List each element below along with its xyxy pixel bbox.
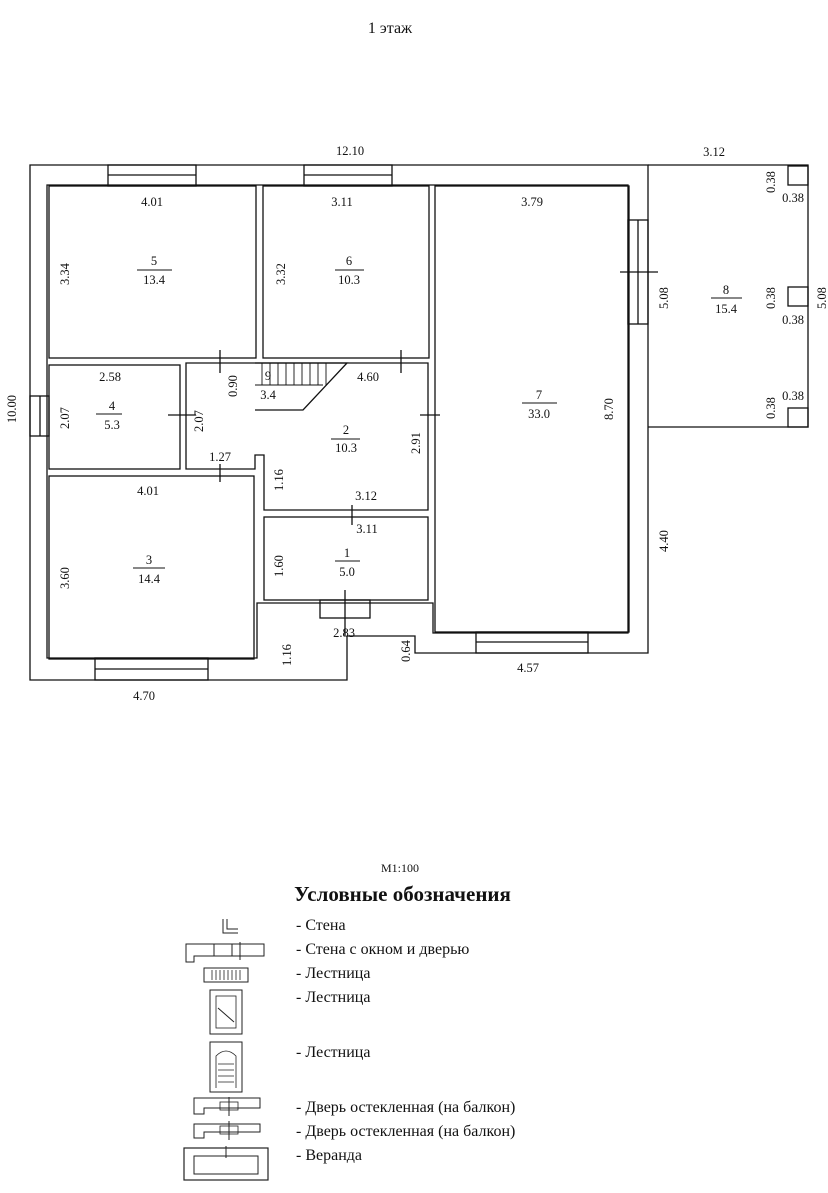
dim-veranda-width: 3.12 <box>703 145 725 159</box>
dim-post-bottom: 0.38 <box>782 389 804 403</box>
stair-icon <box>209 1041 243 1093</box>
legend-title: Условные обозначения <box>294 882 511 906</box>
dim-bottom-left: 4.70 <box>133 689 155 703</box>
dim-post-top: 0.38 <box>782 191 804 205</box>
dim-room7-window-h: 5.08 <box>657 287 671 309</box>
dim-room4-height-r: 2.07 <box>192 410 206 432</box>
dim-room4-width: 2.58 <box>99 370 121 384</box>
dim-room5-width: 4.01 <box>141 195 163 209</box>
veranda-icon <box>183 1146 269 1181</box>
wall-window-door-icon <box>185 942 265 963</box>
dim-room6-height: 3.32 <box>274 263 288 285</box>
legend-item-glazed-door-1: - Дверь остекленная (на балкон) <box>296 1099 516 1116</box>
dim-porch-depth: 1.16 <box>280 644 294 666</box>
stair-9 <box>255 362 349 411</box>
dim-post-mid: 0.38 <box>782 313 804 327</box>
room-9-area: 3.4 <box>260 388 276 402</box>
floor-title: 1 этаж <box>367 20 413 37</box>
dim-post-a-bottom: 0.38 <box>764 397 778 419</box>
dim-post-a-mid: 0.38 <box>764 287 778 309</box>
legend-item-stair-1: - Лестница <box>296 965 371 982</box>
room-4-number: 4 <box>109 399 116 413</box>
dim-room7-bottom: 4.57 <box>517 661 539 675</box>
room-7-number: 7 <box>536 388 542 402</box>
room-2-area: 10.3 <box>335 441 357 455</box>
veranda-post-top <box>787 165 809 186</box>
legend-item-stair-2: - Лестница <box>296 989 371 1006</box>
dim-veranda-height: 5.08 <box>815 287 828 309</box>
room-7-area: 33.0 <box>528 407 550 421</box>
room-8-number: 8 <box>723 283 729 297</box>
dim-room6-width: 3.11 <box>331 195 352 209</box>
room-3-area: 14.4 <box>138 572 161 586</box>
dim-niche-height: 1.16 <box>272 469 286 491</box>
dim-overall-width: 12.10 <box>336 144 364 158</box>
dim-hall-width-b: 3.12 <box>355 489 377 503</box>
room-4-area: 5.3 <box>104 418 120 432</box>
room-2-outline <box>185 362 429 511</box>
stair-icon <box>203 967 249 983</box>
dim-room4-height: 2.07 <box>58 407 72 429</box>
scale-label: М1:100 <box>380 861 419 875</box>
room-9-number: 9 <box>265 369 271 383</box>
dim-overall-height: 10.00 <box>5 395 19 423</box>
room-2-number: 2 <box>343 423 349 437</box>
dim-step-depth: 0.64 <box>399 639 413 662</box>
dim-outside-right-h: 4.40 <box>657 530 671 552</box>
room-5-number: 5 <box>151 254 157 268</box>
legend-item-veranda: - Веранда <box>296 1147 363 1164</box>
wall-icon <box>222 919 238 934</box>
legend-item-stair-3: - Лестница <box>296 1044 371 1061</box>
room-1-area: 5.0 <box>339 565 355 579</box>
dim-room3-width: 4.01 <box>137 484 159 498</box>
dim-niche-width: 1.27 <box>209 450 231 464</box>
dim-hall-height: 2.91 <box>409 432 423 454</box>
dim-hall-width: 4.60 <box>357 370 379 384</box>
floor-plan: 5 13.4 6 10.3 4 5.3 2 10.3 9 3.4 3 14.4 … <box>5 144 828 703</box>
room-6-area: 10.3 <box>338 273 360 287</box>
dim-room7-width: 3.79 <box>521 195 543 209</box>
dim-room5-height: 3.34 <box>58 262 72 285</box>
dim-stair-height: 0.90 <box>226 375 240 397</box>
legend-item-wall-window-door: - Стена с окном и дверью <box>296 941 470 958</box>
dim-room1-width: 3.11 <box>356 522 377 536</box>
room-3-outline <box>48 475 255 660</box>
room-5-area: 13.4 <box>143 273 166 287</box>
room-8-area: 15.4 <box>715 302 738 316</box>
dim-room3-height: 3.60 <box>58 567 72 589</box>
dim-post-a-top: 0.38 <box>764 171 778 193</box>
legend-item-glazed-door-2: - Дверь остекленная (на балкон) <box>296 1123 516 1140</box>
inner-wall-outline <box>46 184 629 659</box>
dim-room1-height: 1.60 <box>272 555 286 577</box>
glazed-door-icon <box>193 1121 261 1140</box>
veranda-post-bottom <box>787 407 809 428</box>
legend-item-wall: - Стена <box>296 917 346 934</box>
room-3-number: 3 <box>146 553 152 567</box>
dim-room7-height: 8.70 <box>602 398 616 420</box>
stair-icon <box>209 989 243 1035</box>
veranda-post-mid <box>787 286 809 307</box>
room-1-number: 1 <box>344 546 350 560</box>
room-6-number: 6 <box>346 254 352 268</box>
room-5-outline <box>48 185 257 359</box>
glazed-door-icon <box>193 1097 261 1116</box>
dim-porch-width: 2.83 <box>333 626 355 640</box>
